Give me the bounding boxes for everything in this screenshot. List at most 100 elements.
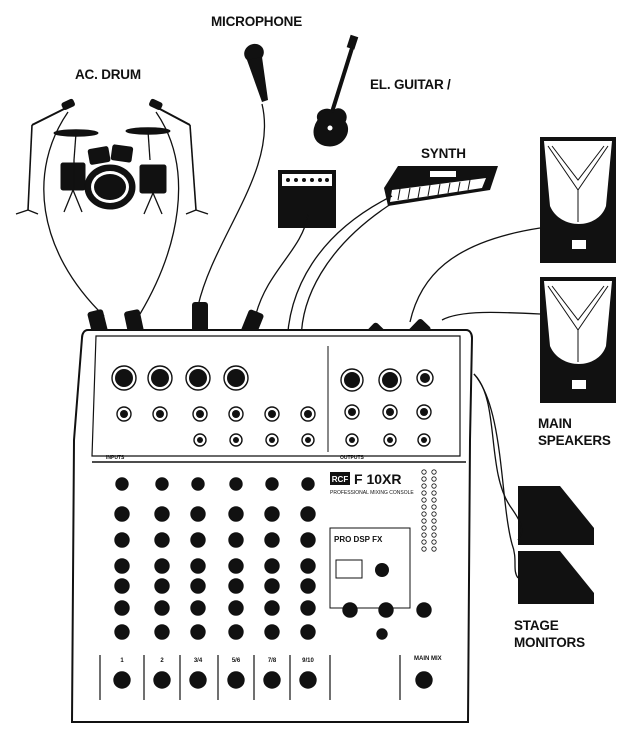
mixer-knob — [301, 477, 315, 491]
dsp-label: PRO DSP FX — [334, 535, 383, 544]
mixer-knob-center — [268, 410, 276, 418]
mixer-knob — [264, 578, 280, 594]
mixer-knob-center — [420, 408, 428, 416]
label-microphone: MICROPHONE — [211, 14, 303, 29]
mixer-knob — [300, 624, 316, 640]
mixer-knob — [264, 624, 280, 640]
label-el-guitar: EL. GUITAR / — [370, 77, 451, 92]
mixer-knob — [263, 671, 281, 689]
mixer-knob — [228, 532, 244, 548]
speaker-icon — [540, 277, 616, 403]
channel-label: 2 — [160, 658, 164, 664]
mixer-knob — [189, 671, 207, 689]
mixer-knob-center — [233, 437, 239, 443]
mixer-knob — [155, 477, 169, 491]
mixer-knob — [300, 600, 316, 616]
mixer-knob — [114, 624, 130, 640]
mixer-knob-center — [197, 437, 203, 443]
mixer-knob — [300, 532, 316, 548]
meter-led — [421, 497, 427, 503]
mixer-knob — [154, 558, 170, 574]
mixer-knob — [115, 477, 129, 491]
mixer-knob-center — [344, 372, 360, 388]
meter-led — [431, 539, 437, 545]
mixer-knob — [113, 671, 131, 689]
mixer-knob-center — [421, 437, 427, 443]
mixer-knob — [299, 671, 317, 689]
mixer-knob — [264, 532, 280, 548]
mixer-knob — [228, 600, 244, 616]
mixer-knob — [190, 558, 206, 574]
mixer-knob-center — [232, 410, 240, 418]
label-stage-monitors-line1: STAGE — [514, 618, 559, 633]
mixer-knob-center — [269, 437, 275, 443]
level-meter — [421, 469, 437, 552]
meter-led — [421, 546, 427, 552]
meter-led — [421, 483, 427, 489]
mixer-knob — [190, 600, 206, 616]
meter-led — [421, 469, 427, 475]
stage-monitor-icon — [518, 486, 594, 604]
mixer-knob — [153, 671, 171, 689]
electric-guitar-icon — [313, 34, 359, 147]
mixer-knob — [191, 477, 205, 491]
mixer-controls: 1 2 3/4 5/6 7/8 9/10 — [99, 365, 434, 700]
mixer-knob — [114, 506, 130, 522]
mixer-knob — [114, 600, 130, 616]
meter-led — [421, 532, 427, 538]
channel-label: 9/10 — [302, 658, 314, 664]
meter-led — [421, 511, 427, 517]
mixer-knob-center — [387, 437, 393, 443]
mixer-knob — [190, 624, 206, 640]
mixer-icon: 1 2 3/4 5/6 7/8 9/10 RCF F 10XR PROFESSIONAL … — [70, 329, 474, 723]
mixer-knob-center — [115, 369, 133, 387]
meter-led — [421, 490, 427, 496]
mixer-knob — [190, 532, 206, 548]
mixer-knob — [416, 602, 432, 618]
meter-led — [431, 483, 437, 489]
mixer-knob — [300, 506, 316, 522]
meter-led — [421, 504, 427, 510]
meter-led — [431, 497, 437, 503]
mixer-knob — [264, 600, 280, 616]
mixer-knob-center — [304, 410, 312, 418]
mixer-knob — [228, 624, 244, 640]
channel-label: 5/6 — [232, 658, 241, 664]
mixer-knob — [114, 558, 130, 574]
mixer-knob — [264, 558, 280, 574]
mixer-knob — [114, 532, 130, 548]
mixer-model: F 10XR — [354, 471, 401, 487]
channel-label: 1 — [120, 658, 124, 664]
mixer-subtitle: PROFESSIONAL MIXING CONSOLE — [330, 490, 414, 496]
mixer-knob-center — [382, 372, 398, 388]
mixer-knob-center — [420, 373, 430, 383]
mixer-knob — [264, 506, 280, 522]
label-ac-drum: AC. DRUM — [75, 67, 141, 82]
meter-led — [431, 518, 437, 524]
meter-led — [431, 511, 437, 517]
mixer-knob — [154, 506, 170, 522]
cables — [43, 103, 541, 579]
mixer-knob — [114, 578, 130, 594]
mixer-knob-center — [120, 410, 128, 418]
mixer-knob — [228, 506, 244, 522]
channel-label: 3/4 — [194, 658, 203, 664]
mixer-knob-center — [349, 437, 355, 443]
mixer-knob — [228, 578, 244, 594]
mixer-knob-center — [189, 369, 207, 387]
channel-label: 7/8 — [268, 658, 277, 664]
mixer-knob-center — [386, 408, 394, 416]
mixer-knob — [342, 602, 358, 618]
mixer-knob — [265, 477, 279, 491]
meter-led — [421, 525, 427, 531]
label-synth: SYNTH — [421, 146, 466, 161]
brand-logo: RCF — [332, 475, 349, 484]
mixer-knob — [229, 477, 243, 491]
meter-led — [421, 539, 427, 545]
mixer-knob — [228, 558, 244, 574]
meter-led — [431, 476, 437, 482]
mixer-knob-center — [196, 410, 204, 418]
microphone-icon — [244, 43, 268, 102]
main-mix-label: MAIN MIX — [414, 656, 442, 662]
